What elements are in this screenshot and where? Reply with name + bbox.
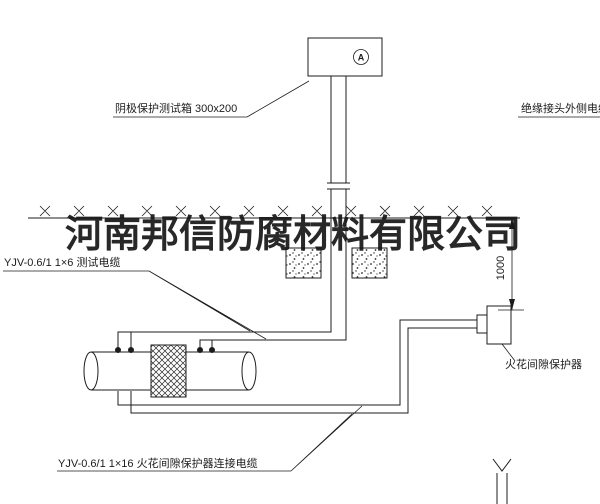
pipeline bbox=[91, 351, 249, 391]
label-spark-gap-cable: YJV-0.6/1 1×16 火花间隙保护器连接电缆 bbox=[58, 456, 258, 470]
weld-dot bbox=[209, 347, 215, 353]
pipe-end-left bbox=[83, 351, 99, 391]
meter-symbol: A bbox=[358, 53, 365, 63]
test-cables bbox=[117, 278, 347, 349]
pipe-end-right bbox=[241, 351, 257, 391]
weld-dot bbox=[128, 347, 134, 353]
label-spark-gap-protector: 火花间隙保护器 bbox=[505, 357, 582, 371]
dimension-arrow-down-icon bbox=[509, 299, 515, 310]
continuation-symbol-icon bbox=[492, 458, 512, 504]
meter-circle-icon bbox=[353, 49, 369, 65]
spark-gap-cables bbox=[117, 319, 477, 414]
concrete-foundation-left bbox=[285, 247, 322, 279]
insulating-joint bbox=[150, 344, 187, 398]
ground-hatch-icon bbox=[39, 205, 493, 217]
label-test-cable: YJV-0.6/1 1×6 测试电缆 bbox=[4, 256, 120, 269]
leader-test-box bbox=[113, 80, 310, 118]
watermark-text: 河南邦信防腐材料有限公司 bbox=[65, 214, 521, 256]
cable-connection-dots bbox=[115, 347, 215, 353]
conduit-riser bbox=[327, 76, 350, 278]
weld-dot bbox=[115, 347, 121, 353]
leader-spark-gap-cable bbox=[57, 405, 363, 472]
label-right-cable: 绝缘接头外侧电缆 bbox=[521, 101, 600, 115]
spark-gap-protector bbox=[476, 305, 512, 345]
test-box bbox=[307, 37, 383, 77]
leader-test-cable bbox=[3, 270, 267, 340]
dimension-value: 1000 bbox=[495, 256, 507, 280]
concrete-foundation-right bbox=[351, 247, 388, 279]
label-test-box: 阴极保护测试箱 300x200 bbox=[115, 101, 237, 115]
leader-spark-gap bbox=[501, 343, 516, 362]
dimension-1000: 1000 bbox=[495, 218, 524, 311]
weld-dot bbox=[197, 347, 203, 353]
dimension-arrow-up-icon bbox=[509, 218, 515, 229]
